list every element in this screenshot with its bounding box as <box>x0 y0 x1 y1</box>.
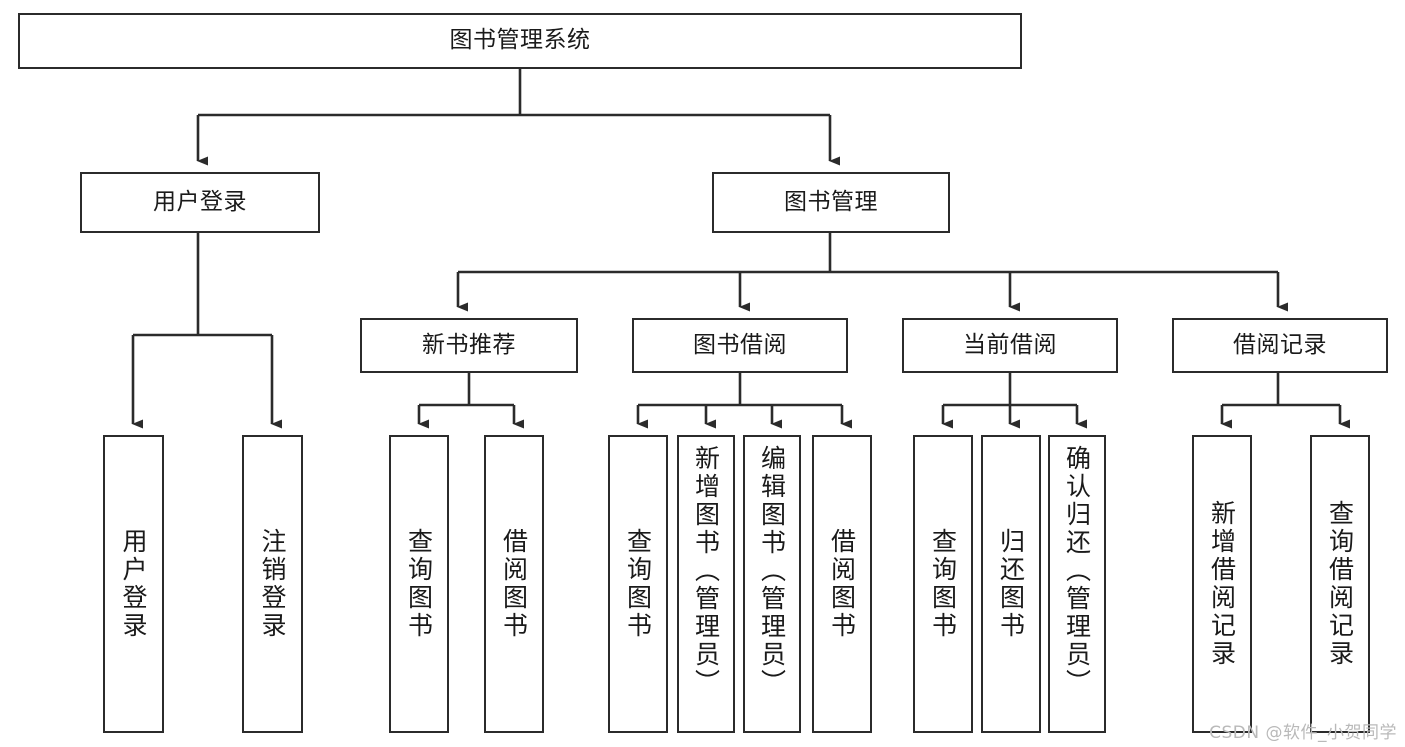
node-leaf-query-book-3[interactable]: 查询图书 <box>913 435 973 733</box>
node-leaf-logout-login[interactable]: 注销登录 <box>242 435 303 733</box>
node-leaf-query-book-2-label: 查询图书 <box>623 528 653 640</box>
node-user-login-label: 用户登录 <box>153 188 247 215</box>
node-current-borrow-label: 当前借阅 <box>963 331 1057 358</box>
node-leaf-confirm-return-admin[interactable]: 确认归还（管理员） <box>1048 435 1106 733</box>
node-leaf-edit-book-admin[interactable]: 编辑图书（管理员） <box>743 435 801 733</box>
node-leaf-confirm-return-admin-label: 确认归还（管理员） <box>1062 445 1092 697</box>
node-root[interactable]: 图书管理系统 <box>18 13 1022 69</box>
node-leaf-query-borrow-record[interactable]: 查询借阅记录 <box>1310 435 1370 733</box>
node-leaf-borrow-book-1[interactable]: 借阅图书 <box>484 435 544 733</box>
node-leaf-borrow-book-2-label: 借阅图书 <box>827 528 857 640</box>
node-book-management[interactable]: 图书管理 <box>712 172 950 233</box>
node-leaf-logout-login-label: 注销登录 <box>258 528 287 640</box>
node-leaf-user-login-label: 用户登录 <box>119 528 148 640</box>
node-book-borrow[interactable]: 图书借阅 <box>632 318 848 373</box>
node-user-login[interactable]: 用户登录 <box>80 172 320 233</box>
node-leaf-user-login[interactable]: 用户登录 <box>103 435 164 733</box>
node-leaf-return-book[interactable]: 归还图书 <box>981 435 1041 733</box>
node-new-book-recommend-label: 新书推荐 <box>422 331 516 358</box>
node-leaf-add-borrow-record[interactable]: 新增借阅记录 <box>1192 435 1252 733</box>
node-leaf-query-book-1[interactable]: 查询图书 <box>389 435 449 733</box>
node-leaf-add-book-admin-label: 新增图书（管理员） <box>691 445 721 697</box>
node-leaf-return-book-label: 归还图书 <box>996 528 1026 640</box>
node-borrow-record[interactable]: 借阅记录 <box>1172 318 1388 373</box>
node-leaf-edit-book-admin-label: 编辑图书（管理员） <box>757 445 787 697</box>
node-borrow-record-label: 借阅记录 <box>1233 331 1327 358</box>
node-leaf-query-book-3-label: 查询图书 <box>928 528 958 640</box>
node-book-management-label: 图书管理 <box>784 188 878 215</box>
node-leaf-borrow-book-1-label: 借阅图书 <box>499 528 529 640</box>
node-root-label: 图书管理系统 <box>449 27 591 54</box>
node-leaf-borrow-book-2[interactable]: 借阅图书 <box>812 435 872 733</box>
node-leaf-add-borrow-record-label: 新增借阅记录 <box>1207 500 1237 668</box>
node-new-book-recommend[interactable]: 新书推荐 <box>360 318 578 373</box>
node-leaf-query-book-2[interactable]: 查询图书 <box>608 435 668 733</box>
node-current-borrow[interactable]: 当前借阅 <box>902 318 1118 373</box>
node-book-borrow-label: 图书借阅 <box>693 331 787 358</box>
node-leaf-add-book-admin[interactable]: 新增图书（管理员） <box>677 435 735 733</box>
node-leaf-query-borrow-record-label: 查询借阅记录 <box>1325 500 1355 668</box>
node-leaf-query-book-1-label: 查询图书 <box>404 528 434 640</box>
